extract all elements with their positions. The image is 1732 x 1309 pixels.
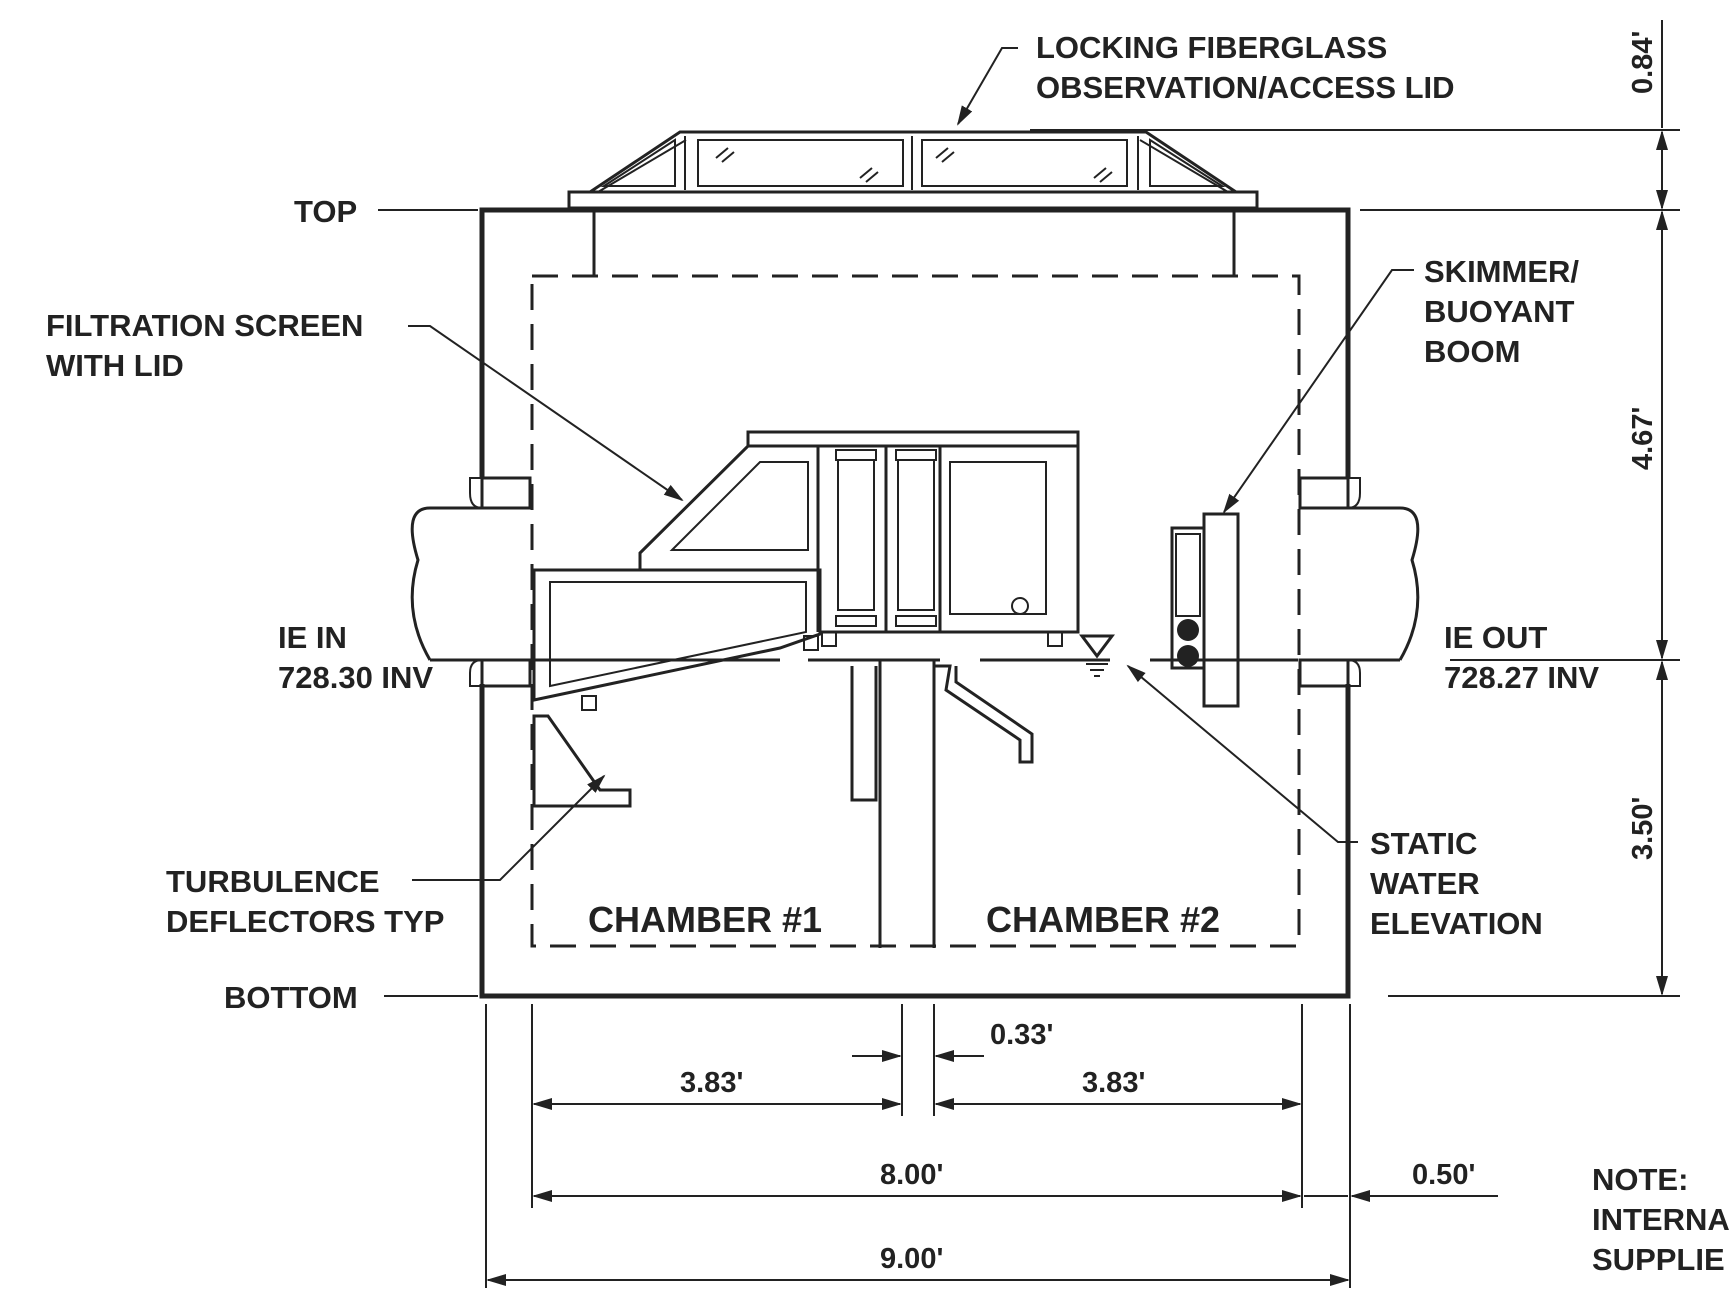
- static-water-label-line1: STATIC: [1370, 826, 1477, 861]
- skimmer-label-line3: BOOM: [1424, 334, 1520, 369]
- dim-chamber-1-width: 3.83': [680, 1067, 743, 1099]
- horizontal-dimensions: [485, 1004, 1498, 1288]
- outlet-pipe: [1298, 476, 1420, 688]
- vault-outer-wall: [479, 207, 1351, 999]
- dim-baffle: 0.33': [990, 1019, 1053, 1051]
- inlet-pipe: [410, 476, 532, 688]
- static-water-label-line3: ELEVATION: [1370, 906, 1543, 941]
- top-label: TOP: [294, 194, 357, 229]
- turbulence-deflector: [532, 714, 632, 808]
- static-water-symbol: [1079, 634, 1115, 677]
- ie-in-label-line2: 728.30 INV: [278, 660, 433, 695]
- filtration-label-line1: FILTRATION SCREEN: [46, 308, 363, 343]
- chamber-1-label: CHAMBER #1: [588, 899, 822, 940]
- skimmer-label-line2: BUOYANT: [1424, 294, 1574, 329]
- bottom-label: BOTTOM: [224, 980, 358, 1015]
- skimmer-label-line1: SKIMMER/: [1424, 254, 1579, 289]
- observation-lid: [567, 130, 1259, 210]
- center-baffle: [850, 660, 1034, 948]
- ie-out-label-line1: IE OUT: [1444, 620, 1547, 655]
- inner-chamber-outline: [530, 274, 1301, 948]
- note-label-line1: NOTE:: [1592, 1162, 1688, 1197]
- vertical-dimensions: [1030, 20, 1680, 997]
- dim-lower-height: 3.50': [1627, 797, 1659, 860]
- skimmer-boom: [1170, 512, 1240, 708]
- turbulence-label-line2: DEFLECTORS TYP: [166, 904, 444, 939]
- note-label-line3: SUPPLIE: [1592, 1242, 1725, 1277]
- filtration-screen: [532, 430, 1080, 711]
- lid-label-line2: OBSERVATION/ACCESS LID: [1036, 70, 1455, 105]
- ie-out-label-line2: 728.27 INV: [1444, 660, 1599, 695]
- chamber-2-label: CHAMBER #2: [986, 899, 1220, 940]
- dim-wall: 0.50': [1412, 1159, 1475, 1191]
- lid-label-line1: LOCKING FIBERGLASS: [1036, 30, 1387, 65]
- ie-in-label-line1: IE IN: [278, 620, 347, 655]
- filtration-label-line2: WITH LID: [46, 348, 184, 383]
- dim-lid-height: 0.84': [1627, 31, 1659, 94]
- dim-inner-width: 8.00': [880, 1159, 943, 1191]
- dim-upper-height: 4.67': [1627, 407, 1659, 470]
- turbulence-label-line1: TURBULENCE: [166, 864, 380, 899]
- dim-outer-width: 9.00': [880, 1243, 943, 1275]
- static-water-label-line2: WATER: [1370, 866, 1480, 901]
- dim-chamber-2-width: 3.83': [1082, 1067, 1145, 1099]
- note-label-line2: INTERNA: [1592, 1202, 1730, 1237]
